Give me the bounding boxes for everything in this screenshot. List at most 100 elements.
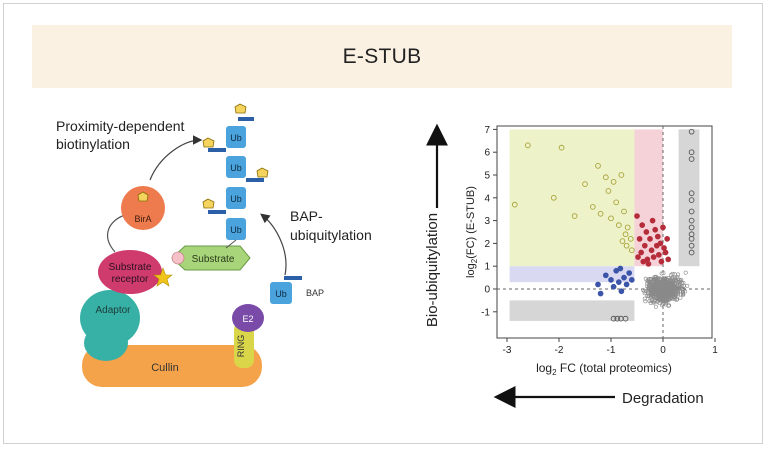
biotin-icon <box>234 103 247 114</box>
cloud-point <box>670 278 675 283</box>
biotin-icon <box>256 167 269 178</box>
data-point <box>636 235 643 242</box>
data-point <box>648 247 655 254</box>
adaptor-label: Adaptor <box>95 305 131 316</box>
ub-block <box>226 126 246 148</box>
y-tick-label: 2 <box>484 239 490 250</box>
cloud-point <box>669 273 674 278</box>
data-point <box>595 163 601 169</box>
cloud-point <box>658 291 663 296</box>
data-point <box>688 249 695 256</box>
data-point <box>640 258 647 265</box>
data-point <box>688 149 695 156</box>
data-point <box>597 290 604 297</box>
data-point <box>662 249 669 256</box>
cloud-point <box>661 288 666 293</box>
data-point <box>613 267 620 274</box>
data-point <box>511 201 518 208</box>
cloud-point <box>676 272 681 277</box>
chart-regions <box>509 129 700 321</box>
cloud-point <box>666 298 671 303</box>
data-point <box>621 274 627 281</box>
cloud-point <box>653 289 658 294</box>
data-point <box>627 235 634 242</box>
data-point <box>602 272 609 279</box>
cloud-point <box>642 296 647 301</box>
cloud-point <box>647 298 652 303</box>
data-point <box>688 242 695 249</box>
degradation-label: Degradation <box>622 390 704 407</box>
data-point <box>621 208 627 215</box>
cloud-point <box>643 299 648 304</box>
cloud-point <box>659 271 664 276</box>
data-point <box>602 174 609 181</box>
plot-frame <box>496 125 713 339</box>
data-point <box>649 217 656 224</box>
chart-points <box>511 128 695 322</box>
cloud-point <box>643 276 648 281</box>
background-point-cloud <box>641 270 690 309</box>
data-point <box>658 258 665 265</box>
bap-tag <box>246 178 264 182</box>
cloud-point <box>649 298 654 303</box>
y-tick-label: 4 <box>484 193 490 204</box>
y-tick-label: 7 <box>484 125 490 136</box>
cloud-point <box>667 282 672 287</box>
star-icon <box>153 267 173 287</box>
x-axis-label: log2 FC (total proteomics) <box>536 361 672 377</box>
bira-label: BirA <box>134 214 151 224</box>
cloud-point <box>650 292 655 297</box>
cloud-point <box>648 282 653 287</box>
x-tick-label: -1 <box>607 345 616 356</box>
y-axis-label: log2(FC) (E-STUB) <box>465 186 479 278</box>
data-point <box>688 128 695 135</box>
substrate-receptor-label-2: receptor <box>112 274 149 285</box>
data-point <box>661 245 667 251</box>
data-point <box>618 288 625 295</box>
figure-title: E-STUB <box>342 44 422 68</box>
cloud-point <box>662 283 667 288</box>
cloud-point <box>655 297 660 302</box>
y-tick-label: 6 <box>484 148 490 159</box>
cloud-point <box>678 295 683 300</box>
cloud-point <box>657 282 662 287</box>
e2-label: E2 <box>242 314 253 324</box>
cloud-point <box>681 292 686 297</box>
data-point <box>615 279 622 286</box>
cloud-point <box>681 283 686 288</box>
cloud-point <box>646 291 651 296</box>
data-point <box>652 226 659 233</box>
cloud-point <box>670 284 675 289</box>
cloud-point <box>675 297 680 302</box>
cloud-point <box>679 277 684 282</box>
biotin-icon <box>202 198 215 209</box>
ub-label: Ub <box>230 163 242 173</box>
cloud-point <box>660 283 665 288</box>
cloud-point <box>683 270 688 275</box>
data-point <box>608 277 614 283</box>
data-point <box>623 242 630 249</box>
cloud-point <box>645 286 650 291</box>
cloud-point <box>672 292 677 297</box>
data-point <box>610 283 617 290</box>
cloud-point <box>653 304 658 309</box>
y-tick-label: 3 <box>484 216 490 227</box>
cloud-point <box>676 280 681 285</box>
cloud-point <box>663 291 668 296</box>
x-tick-label: 0 <box>660 345 666 356</box>
cloud-point <box>667 303 672 308</box>
y-tick-label: -1 <box>481 307 490 318</box>
cloud-point <box>663 281 668 286</box>
data-point <box>571 213 578 219</box>
region-grey-right <box>678 129 700 267</box>
data-point <box>638 249 645 256</box>
free-ub-label: Ub <box>275 289 287 299</box>
data-point <box>589 204 596 210</box>
cloud-point <box>674 297 679 302</box>
cloud-point <box>666 303 671 308</box>
cloud-point <box>685 283 690 288</box>
cloud-point <box>681 281 686 286</box>
data-point <box>623 281 630 288</box>
